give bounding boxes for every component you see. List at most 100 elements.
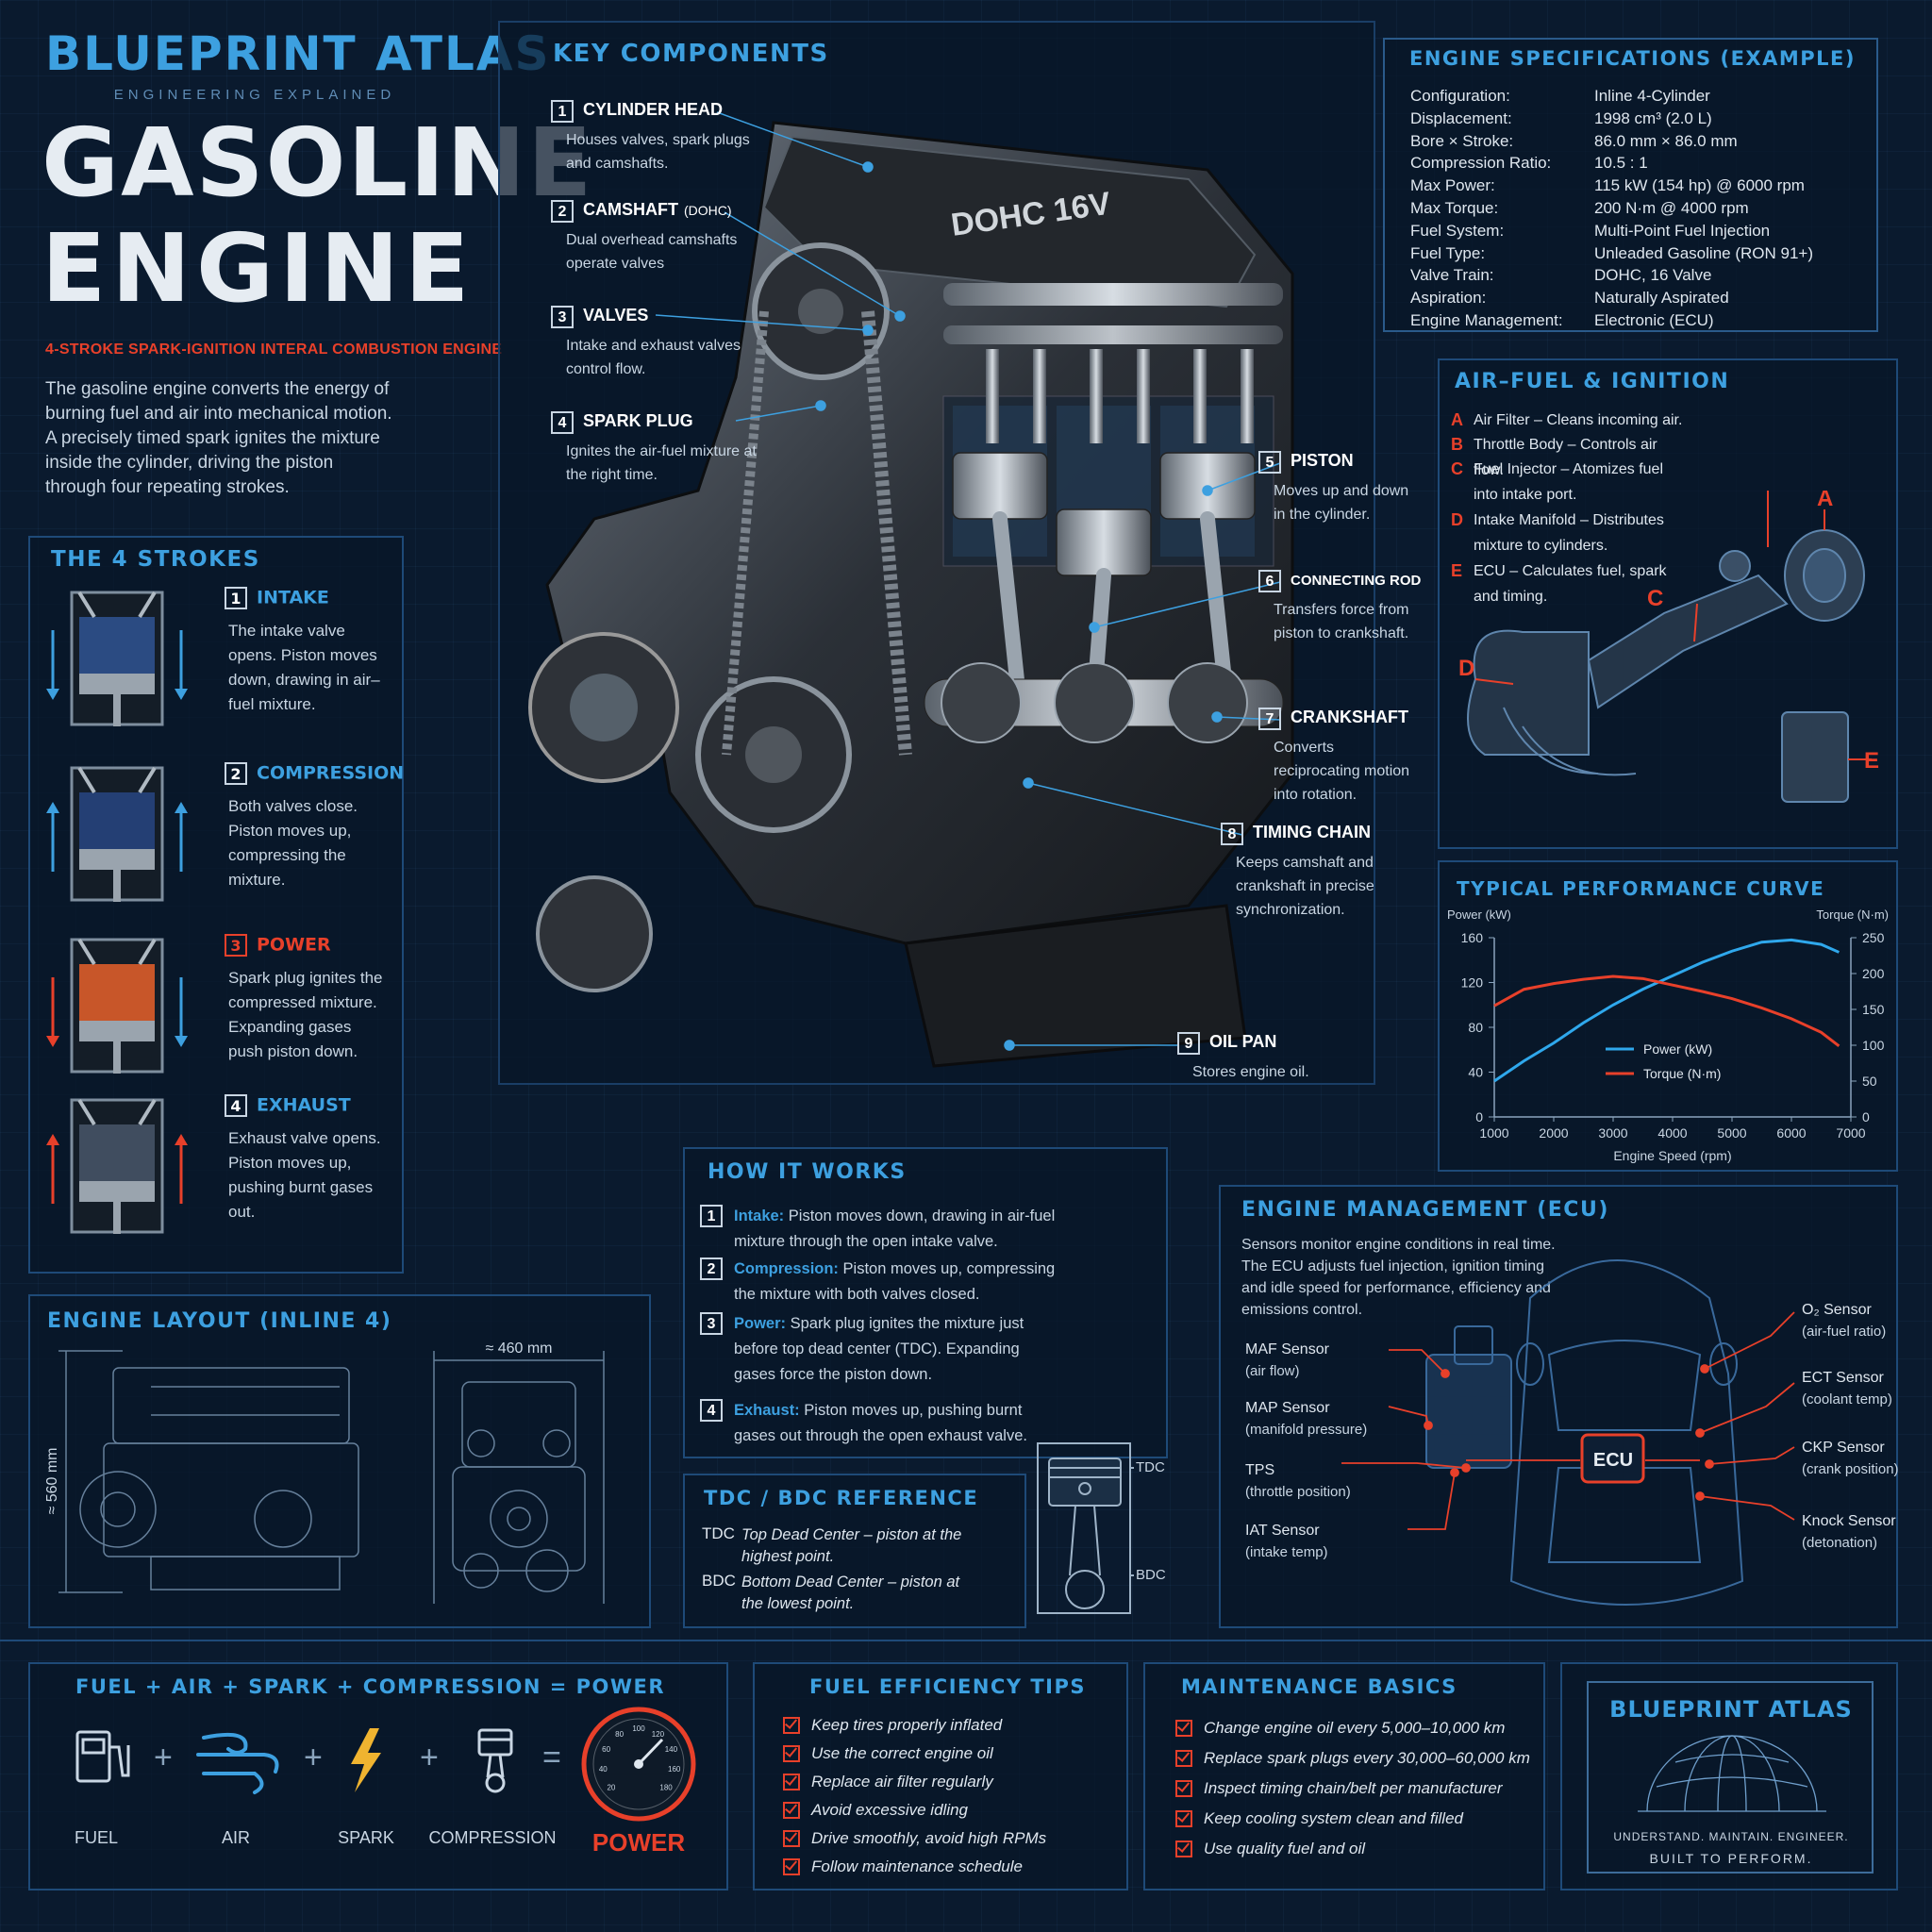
spec-key: Max Torque: [1410,199,1499,217]
gauge-tick-label: 140 [665,1745,678,1754]
tip-item-text: Replace air filter regularly [811,1773,993,1790]
car-ecu-illustration: ECU [1341,1259,1795,1606]
spec-key: Aspiration: [1410,289,1487,308]
component-name: TIMING CHAIN [1253,823,1371,842]
tip-item: Replace air filter regularly [783,1768,1046,1796]
checkbox-icon [783,1717,800,1734]
component-number: 5 [1258,451,1281,474]
ecu-sensor-right-3: CKP Sensor [1802,1440,1885,1456]
bdc-tag: BDC [1136,1567,1166,1583]
spec-key: Displacement: [1410,108,1512,127]
ecu-sensor-right-2: ECT Sensor [1802,1370,1884,1386]
tip-item-text: Avoid excessive idling [811,1801,968,1819]
checkbox-icon [783,1858,800,1875]
how-step-text: Spark plug ignites the mixture just befo… [734,1315,1024,1383]
piston-icon [477,1728,513,1793]
label-c: C [1647,586,1663,611]
stroke-diagram-compression [46,766,188,902]
airfuel-desc: – Calculates fuel, spark and timing. [1474,563,1667,605]
ecu-sensor-right-sub: (crank position) [1802,1461,1899,1477]
y2-tick-label: 250 [1862,930,1885,945]
spec-value: Naturally Aspirated [1594,289,1729,308]
airfuel-desc: – Cleans incoming air. [1534,412,1683,428]
maintenance-item-text: Change engine oil every 5,000–10,000 km [1204,1719,1506,1737]
component-name: CRANKSHAFT [1291,708,1408,727]
piston-reference-drawing: TDC BDC [1037,1442,1166,1614]
checkbox-icon [1175,1810,1192,1827]
ecu-sensor-left-sub: (manifold pressure) [1245,1422,1368,1438]
ecu-sensor-left-3: TPS [1245,1462,1275,1478]
stroke-diagram-power [46,938,188,1074]
component-desc: Keeps camshaft and crankshaft in precise… [1236,855,1374,918]
how-step-text: Piston moves up, pushing burnt gases out… [734,1402,1027,1444]
airfuel-desc: – Distributes mixture to cylinders. [1474,512,1664,554]
tip-item-text: Drive smoothly, avoid high RPMs [811,1829,1047,1847]
x-tick-label: 7000 [1836,1125,1865,1141]
ecu-sensor-right-sub: (detonation) [1802,1535,1878,1551]
airfuel-letter: B [1451,435,1463,454]
ecu-sensor-left-4: IAT Sensor [1245,1523,1320,1539]
legend-label: Torque (N·m) [1643,1066,1721,1081]
formula-icons: + + + = FUEL AIR SPARK COMPRESSION 20406… [75,1707,696,1857]
checkbox-icon [1175,1720,1192,1737]
fuel-pump-icon [75,1730,130,1783]
maintenance-item: Use quality fuel and oil [1175,1834,1530,1864]
spec-key: Max Power: [1410,176,1495,195]
checkbox-icon [783,1745,800,1762]
y-tick-label: 120 [1461,975,1484,991]
tips-panel: FUEL EFFICIENCY TIPS Keep tires properly… [753,1662,1128,1890]
stroke-name: INTAKE [257,587,329,608]
badge-line2: BUILT TO PERFORM. [1649,1851,1813,1866]
checkbox-icon [1175,1840,1192,1857]
y-axis-label: Power (kW) [1447,908,1511,922]
spec-key: Configuration: [1410,87,1510,105]
label-d: D [1458,656,1474,681]
brand-name: BLUEPRINT ATLAS [45,26,551,81]
maintenance-item: Inspect timing chain/belt per manufactur… [1175,1774,1530,1804]
spec-value: Inline 4-Cylinder [1594,87,1710,105]
component-desc: Houses valves, spark plugs and camshafts… [566,132,750,172]
series-line-power [1493,938,1840,1083]
layout-title: ENGINE LAYOUT (INLINE 4) [47,1309,392,1333]
specs-title: ENGINE SPECIFICATIONS (EXAMPLE) [1409,47,1856,70]
checkbox-icon [783,1802,800,1819]
formula-title: FUEL + AIR + SPARK + COMPRESSION = POWER [75,1675,666,1698]
component-number: 8 [1221,823,1243,845]
tdc-panel: TDC / BDC REFERENCE [683,1474,1026,1628]
y-tick-label: 80 [1468,1020,1483,1035]
formula-air-label: AIR [222,1828,250,1847]
tdc-key: BDC [702,1572,736,1590]
maintenance-item: Change engine oil every 5,000–10,000 km [1175,1713,1530,1743]
bottom-divider [0,1640,1932,1641]
wind-icon [196,1733,279,1794]
airfuel-name: Throttle Body [1474,437,1564,453]
how-step-key: Intake: [734,1208,785,1224]
engine-layout-drawing: ≈ 560 mm ≈ 460 mm [44,1341,605,1604]
tip-item: Avoid excessive idling [783,1796,1046,1824]
formula-spark-label: SPARK [338,1828,394,1847]
y2-tick-label: 100 [1862,1038,1885,1053]
ecu-sensor-right-4: Knock Sensor [1802,1513,1896,1529]
tip-item-text: Keep tires properly inflated [811,1716,1003,1734]
page-title-line2: ENGINE [42,213,475,324]
chart-title: TYPICAL PERFORMANCE CURVE [1457,877,1825,900]
how-step-key: Exhaust: [734,1402,800,1419]
svg-text:≈ 560 mm: ≈ 560 mm [44,1447,60,1514]
tdc-title: TDC / BDC REFERENCE [704,1487,979,1509]
badge-line1: UNDERSTAND. MAINTAIN. ENGINEER. [1613,1830,1849,1843]
tdc-key: TDC [702,1524,735,1542]
label-a: A [1817,491,1833,511]
airfuel-name: Fuel Injector [1474,461,1557,477]
component-number: 1 [551,100,574,123]
badge-inner-frame [1587,1681,1874,1874]
component-name: VALVES [583,306,649,325]
